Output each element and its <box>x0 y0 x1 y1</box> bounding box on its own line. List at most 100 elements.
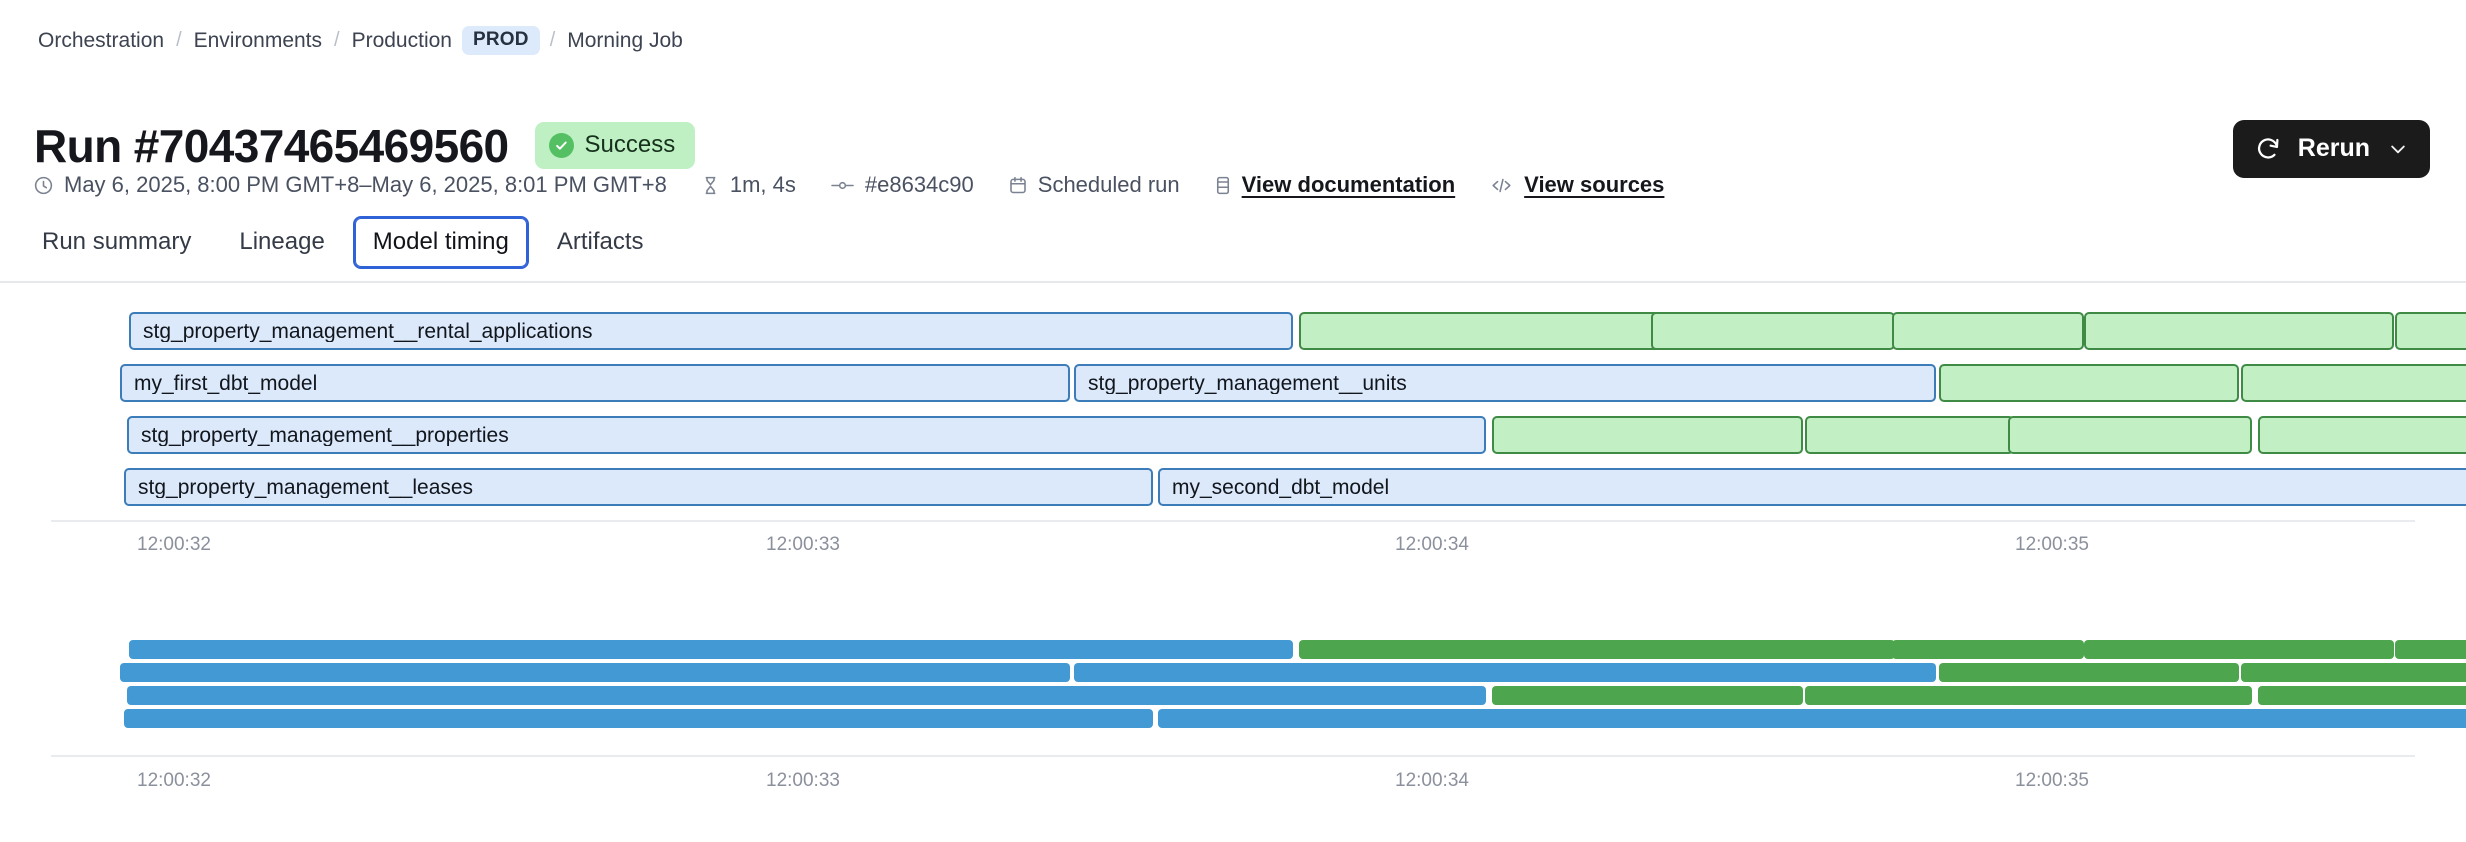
gantt-bar[interactable] <box>2395 640 2466 659</box>
meta-duration-value: 1m, 4s <box>729 172 796 197</box>
gantt-row <box>0 640 2466 659</box>
gantt-bar[interactable] <box>2258 416 2466 454</box>
axis-tick-label: 12:00:34 <box>1395 770 1469 791</box>
axis-tick-label: 12:00:32 <box>137 770 211 791</box>
rerun-label: Rerun <box>2297 134 2370 162</box>
gantt-bar[interactable] <box>2241 364 2466 402</box>
axis-tick-label: 12:00:35 <box>2015 770 2089 791</box>
title-row: Run #70437465469560 Success <box>34 92 696 200</box>
gantt-row: my_first_dbt_model stg_property_managemen… <box>0 364 2466 402</box>
meta-sources[interactable]: View sources <box>1489 172 1664 198</box>
status-badge: Success <box>534 122 696 170</box>
gantt-bar[interactable] <box>120 663 1070 682</box>
gantt-bar-my_first_dbt_model[interactable]: my_first_dbt_model <box>120 364 1070 402</box>
axis-tick-label: 12:00:33 <box>766 770 840 791</box>
gantt-bar[interactable] <box>1158 709 2466 728</box>
gantt-row <box>0 709 2466 728</box>
breadcrumb-separator: / <box>176 29 182 51</box>
breadcrumb-item-morning-job: Morning Job <box>567 28 683 52</box>
breadcrumb-item-orchestration[interactable]: Orchestration <box>38 28 165 52</box>
axis-tick-label: 12:00:33 <box>766 534 840 555</box>
tab-run-summary[interactable]: Run summary <box>42 228 192 255</box>
gantt-bar[interactable] <box>1939 663 2239 682</box>
breadcrumb: Orchestration / Environments / Production PRO… <box>36 26 685 55</box>
chevron-down-icon[interactable] <box>2388 139 2408 159</box>
gantt-bar[interactable] <box>1651 640 1895 659</box>
meta-duration: 1m, 4s <box>701 172 796 198</box>
gantt-bar-label: stg_property_management__units <box>1088 372 1407 394</box>
rerun-button[interactable]: Rerun <box>2232 120 2430 178</box>
gantt-bar[interactable] <box>2084 640 2394 659</box>
detail-plot-area[interactable]: stg_property_management__rental_applicat… <box>0 312 2466 522</box>
gantt-bar-stg_property_management__units[interactable]: stg_property_management__units <box>1074 364 1936 402</box>
gantt-bar[interactable] <box>1805 686 2014 705</box>
refresh-icon <box>2255 135 2282 162</box>
book-icon <box>1214 175 1232 196</box>
tab-artifacts[interactable]: Artifacts <box>556 228 644 255</box>
view-sources-link[interactable]: View sources <box>1524 172 1665 197</box>
gantt-bar[interactable] <box>1892 640 2084 659</box>
gantt-bar[interactable] <box>127 686 1486 705</box>
hourglass-icon <box>701 175 720 196</box>
axis-tick-label: 12:00:34 <box>1395 534 1469 555</box>
check-circle-icon <box>548 132 574 158</box>
git-commit-icon <box>830 175 855 196</box>
meta-trigger: Scheduled run <box>1008 172 1180 198</box>
gantt-bar-label: my_first_dbt_model <box>134 372 318 394</box>
gantt-row: stg_property_management__leases my_second… <box>0 468 2466 506</box>
status-label: Success <box>584 131 676 159</box>
gantt-bar-my_second_dbt_model[interactable]: my_second_dbt_model <box>1158 468 2466 506</box>
overview-axis-ticks: 12:00:32 12:00:33 12:00:34 12:00:35 <box>0 770 2466 792</box>
gantt-bar[interactable] <box>1892 312 2084 350</box>
tab-lineage[interactable]: Lineage <box>239 228 325 255</box>
meta-timerange: May 6, 2025, 8:00 PM GMT+8–May 6, 2025, … <box>33 172 667 198</box>
view-documentation-link[interactable]: View documentation <box>1241 172 1456 197</box>
breadcrumb-env-badge: PROD <box>461 26 540 55</box>
overview-axis-line <box>51 755 2415 757</box>
gantt-bar[interactable] <box>129 640 1293 659</box>
clock-icon <box>33 175 54 196</box>
gantt-bar[interactable] <box>1299 640 1661 659</box>
gantt-bar[interactable] <box>1805 416 2014 454</box>
breadcrumb-separator: / <box>334 29 340 51</box>
tab-bar-divider <box>0 281 2466 283</box>
meta-commit: #e8634c90 <box>830 172 974 198</box>
gantt-bar-stg_property_management__leases[interactable]: stg_property_management__leases <box>124 468 1153 506</box>
code-icon <box>1489 175 1514 196</box>
meta-documentation[interactable]: View documentation <box>1214 172 1456 198</box>
gantt-bar[interactable] <box>2008 416 2252 454</box>
run-metadata: May 6, 2025, 8:00 PM GMT+8–May 6, 2025, … <box>33 172 1694 198</box>
gantt-bar[interactable] <box>1939 364 2239 402</box>
gantt-bar[interactable] <box>1651 312 1895 350</box>
gantt-bar-stg_property_management__properties[interactable]: stg_property_management__properties <box>127 416 1486 454</box>
gantt-bar[interactable] <box>124 709 1153 728</box>
gantt-bar-label: stg_property_management__rental_applicat… <box>143 320 593 342</box>
model-timing-detail-chart: stg_property_management__rental_applicat… <box>0 312 2466 562</box>
gantt-bar[interactable] <box>2258 686 2466 705</box>
breadcrumb-item-environments[interactable]: Environments <box>193 28 323 52</box>
overview-plot-area[interactable] <box>0 640 2466 752</box>
gantt-row <box>0 686 2466 705</box>
gantt-bar-stg_property_management__rental_applications[interactable]: stg_property_management__rental_applicat… <box>129 312 1293 350</box>
calendar-icon <box>1008 175 1028 196</box>
breadcrumb-item-production[interactable]: Production <box>351 28 452 52</box>
gantt-row: stg_property_management__rental_applicat… <box>0 312 2466 350</box>
gantt-bar[interactable] <box>1492 686 1803 705</box>
gantt-bar[interactable] <box>1074 663 1936 682</box>
gantt-bar[interactable] <box>2084 312 2394 350</box>
gantt-bar[interactable] <box>1299 312 1661 350</box>
gantt-bar[interactable] <box>1492 416 1803 454</box>
gantt-bar[interactable] <box>2241 663 2466 682</box>
gantt-bar-label: my_second_dbt_model <box>1172 476 1390 498</box>
axis-tick-label: 12:00:32 <box>137 534 211 555</box>
tab-bar: Run summary Lineage Model timing Artifacts <box>22 216 664 269</box>
gantt-bar[interactable] <box>2395 312 2466 350</box>
page-title: Run #70437465469560 <box>34 119 509 172</box>
tab-model-timing[interactable]: Model timing <box>352 216 529 269</box>
breadcrumb-separator: / <box>549 29 556 51</box>
detail-axis-line <box>51 520 2415 522</box>
gantt-bar[interactable] <box>2008 686 2252 705</box>
model-timing-overview-chart[interactable]: 12:00:32 12:00:33 12:00:34 12:00:35 <box>0 640 2466 792</box>
gantt-row: stg_property_management__propertiesfct_l… <box>0 416 2466 454</box>
